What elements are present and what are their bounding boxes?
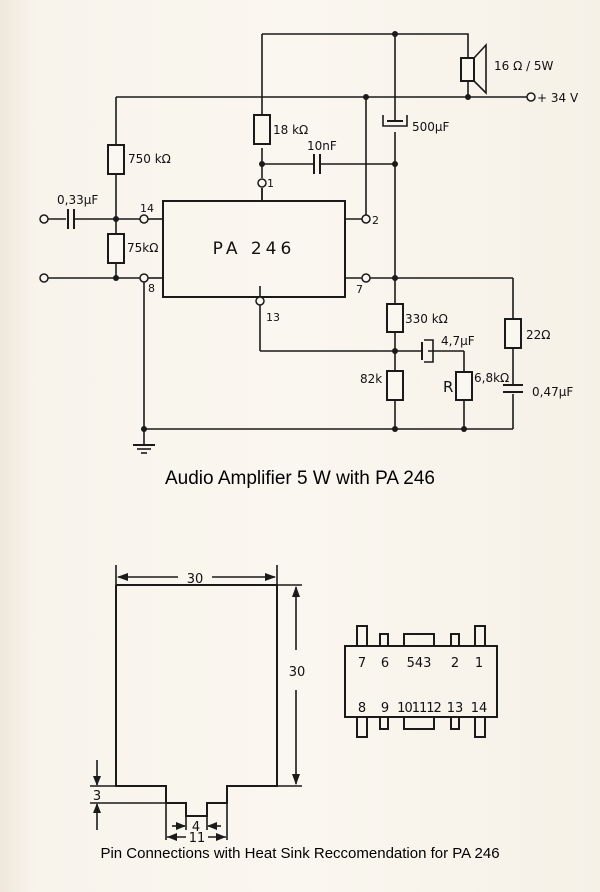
pin-14-label: 14 xyxy=(140,202,154,215)
resistor-750k xyxy=(107,144,125,175)
resistor-18k xyxy=(253,114,271,145)
pkg-pin-top: 543 xyxy=(407,656,432,671)
pkg-pin-bottom: 9 xyxy=(381,701,389,716)
resistor-22 xyxy=(504,318,522,349)
capacitor-input xyxy=(67,209,75,229)
pkg-pin-top: 6 xyxy=(381,656,389,671)
heatsink-outline xyxy=(115,584,278,817)
resistor-75k xyxy=(107,233,125,264)
schematic-caption: Audio Amplifier 5 W with PA 246 xyxy=(165,468,435,489)
terminals xyxy=(39,92,536,306)
ic-package xyxy=(344,625,498,738)
pin-2-label: 2 xyxy=(372,214,379,227)
label-c-10n: 10nF xyxy=(307,139,337,153)
label-r-330k: 330 kΩ xyxy=(405,312,448,326)
dim-tab-inner: 4 xyxy=(192,820,200,835)
label-r-750k: 750 kΩ xyxy=(128,152,171,166)
junctions xyxy=(113,31,471,432)
pin-7-label: 7 xyxy=(356,283,363,296)
label-c-input: 0,33µF xyxy=(57,193,98,207)
pkg-pin-bottom: 13 xyxy=(447,701,464,716)
pin-1-label: 1 xyxy=(267,177,274,190)
label-speaker: 16 Ω / 5W xyxy=(494,59,554,73)
pin-labels-bottom: 8 9 101112 13 14 xyxy=(358,701,487,716)
pinout-caption: Pin Connections with Heat Sink Reccomend… xyxy=(100,845,500,862)
capacitor-047 xyxy=(503,384,523,393)
dim-tab-outer: 11 xyxy=(189,831,206,846)
label-supply: + 34 V xyxy=(537,91,579,105)
ic-pa246 xyxy=(162,200,346,298)
label-r-22: 22Ω xyxy=(526,328,550,342)
label-r-18k: 18 kΩ xyxy=(273,123,308,137)
pin-8-label: 8 xyxy=(148,282,155,295)
capacitor-4u7 xyxy=(421,339,434,363)
label-r-75k: 75kΩ xyxy=(127,241,158,255)
speaker-icon xyxy=(460,42,487,95)
potentiometer-6k8 xyxy=(455,371,473,401)
label-pot-R: R xyxy=(443,378,453,396)
pkg-pin-top: 7 xyxy=(358,656,366,671)
pkg-pin-top: 1 xyxy=(475,656,483,671)
pkg-pin-bottom: 101112 xyxy=(397,701,441,716)
pkg-pin-top: 2 xyxy=(451,656,459,671)
pkg-pin-bottom: 8 xyxy=(358,701,366,716)
pin-13-label: 13 xyxy=(266,311,280,324)
label-r-82k: 82k xyxy=(360,372,382,386)
dim-height: 30 xyxy=(289,665,306,680)
dim-width: 30 xyxy=(187,572,204,587)
label-c-4u7: 4,7µF xyxy=(441,334,475,348)
label-c-047: 0,47µF xyxy=(532,385,573,399)
label-c-500u: 500µF xyxy=(412,120,450,134)
heatsink-dimensions xyxy=(90,565,302,841)
label-r-6k8: 6,8kΩ xyxy=(474,371,509,385)
ground-icon xyxy=(133,444,155,454)
ic-label: PA 246 xyxy=(213,239,296,259)
capacitor-10nF xyxy=(313,154,321,174)
capacitor-500uF xyxy=(382,115,408,127)
dim-step: 3 xyxy=(93,789,101,804)
resistor-82k xyxy=(386,370,404,401)
resistor-330k xyxy=(386,303,404,333)
pin-labels-top: 7 6 543 2 1 xyxy=(358,656,483,671)
pkg-pin-bottom: 14 xyxy=(471,701,488,716)
